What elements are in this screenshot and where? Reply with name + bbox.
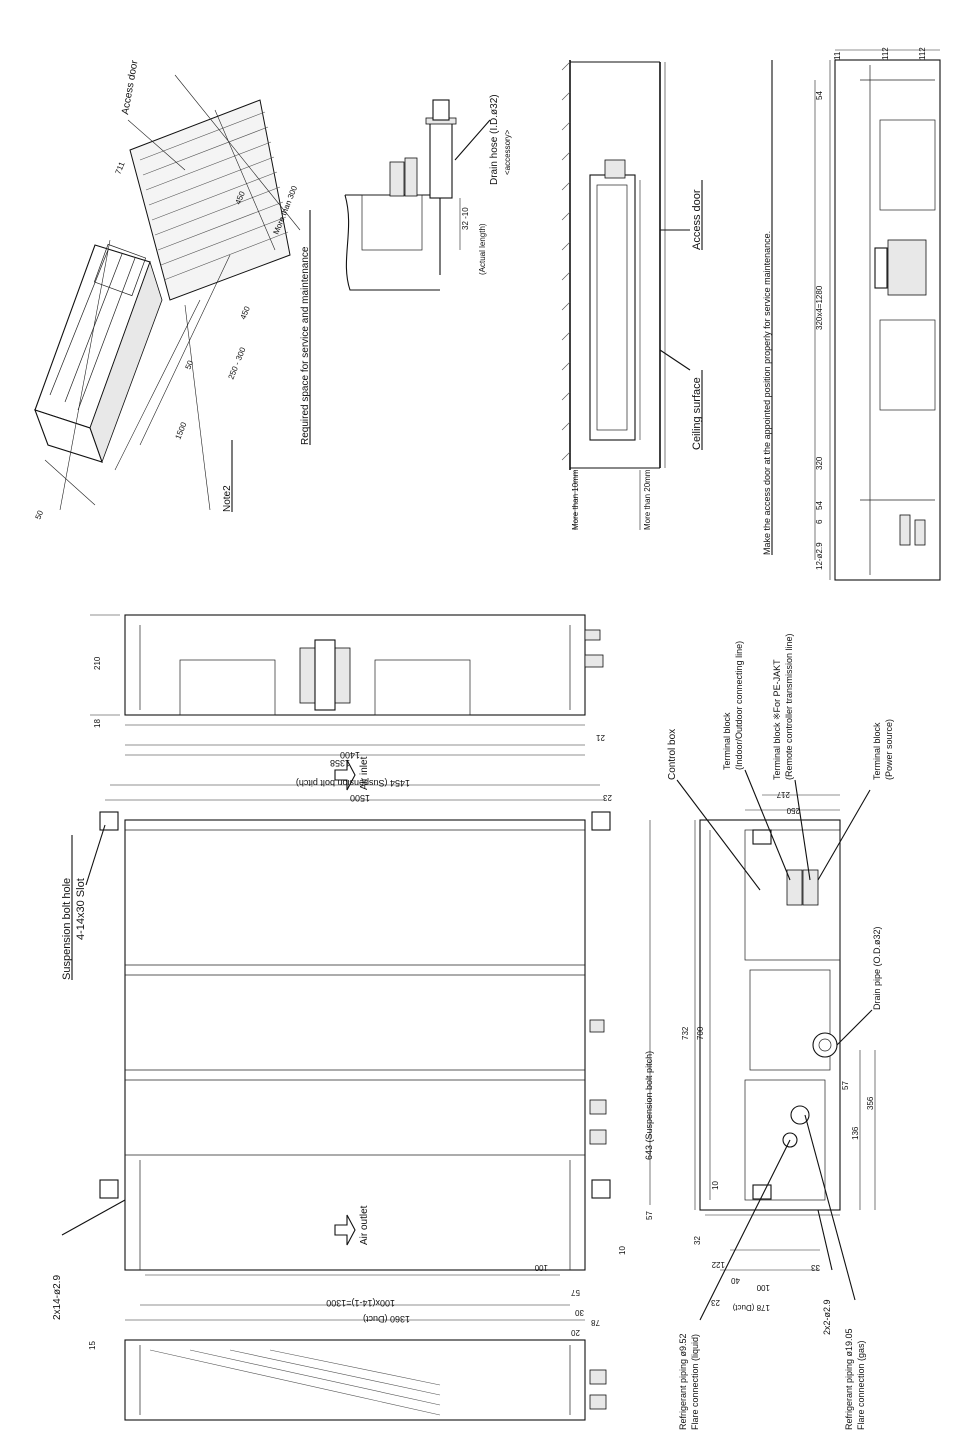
slot-label: 4-14x30 Slot: [75, 878, 87, 940]
tb-remote-label: Terminal block ※For PE-JAKT: [772, 659, 782, 780]
side-view-left: 15: [88, 1339, 607, 1421]
dim-643: 643 (Suspension bolt pitch): [644, 1051, 654, 1160]
ref-liquid-label: Refrigerant piping ø9.52: [678, 1333, 688, 1430]
dim-217: 217: [776, 790, 790, 799]
dim-10-b: 10: [711, 1181, 720, 1190]
control-box-detail: 250 217 732 700 10 136 356 57 32 122 40 …: [667, 633, 894, 1430]
dim-30: 30: [575, 1308, 584, 1317]
dim-6: 6: [815, 519, 824, 524]
dim-320x4: 320x4=1280: [815, 285, 824, 330]
dim-1300: 100x(14-1)=1300: [326, 1298, 395, 1308]
hole-2x2-label: 2x2-ø2.9: [822, 1299, 832, 1335]
air-outlet-label: Air outlet: [359, 1205, 370, 1245]
dim-136: 136: [851, 1126, 860, 1140]
dim-250-300: 250 - 300: [227, 346, 248, 381]
dim-700: 700: [696, 1026, 705, 1040]
dim-112-a: 112: [881, 47, 890, 60]
dim-1500: 1500: [350, 793, 370, 803]
drain-hose-detail: 32 -10 (Actual length) Drain hose (I.D.ø…: [344, 94, 512, 291]
dim-50-a: 50: [184, 359, 196, 371]
dim-1454: 1454 (Suspension bolt pitch): [296, 778, 410, 788]
dim-20: 20: [571, 1328, 580, 1337]
access-door-note: Make the access door at the appointed po…: [762, 231, 772, 555]
unit-section-body: [589, 174, 636, 441]
access-door-label-section: Access door: [691, 189, 703, 250]
drain-pipe-label: Drain pipe (O.D.ø32): [872, 926, 882, 1010]
air-inlet-arrow: [334, 759, 356, 791]
plan-view-main: Air inlet Air outlet 1500 1454 (Suspensi…: [52, 750, 654, 1337]
dim-11: 11: [833, 51, 842, 60]
tb-indoor-sub: (Indoor/Outdoor connecting line): [734, 641, 744, 770]
ceiling-section: Access door Ceiling surface More than 10…: [561, 60, 703, 530]
service-area: [129, 99, 291, 301]
side-view-middle: 1358 210 18 21: [90, 614, 605, 768]
unit-plan-body: [124, 819, 586, 1271]
tb-indoor-label: Terminal block: [722, 712, 732, 770]
dim-450-b: 450: [239, 304, 253, 320]
control-box-label: Control box: [667, 729, 678, 780]
isometric-view: Access door More than 300 711 450 450 50…: [34, 59, 301, 521]
dim-23-b: 23: [711, 1298, 720, 1307]
dim-57-c: 57: [841, 1081, 850, 1090]
note2-label: Note2: [222, 485, 233, 512]
dim-210: 210: [93, 656, 102, 670]
dim-50-b: 50: [34, 509, 46, 521]
dim-122: 122: [711, 1260, 725, 1269]
dim-57-b: 57: [571, 1288, 580, 1297]
dim-54-b: 54: [815, 501, 824, 510]
dim-1358: 1358: [330, 758, 350, 768]
dim-178: 178 (Duct): [732, 1303, 770, 1312]
dim-15: 15: [88, 1341, 97, 1350]
dim-21: 21: [596, 733, 605, 742]
tb-power-sub: (Power source): [884, 719, 894, 780]
suspension-bolt-hole-label: Suspension bolt hole: [61, 878, 73, 980]
dim-12-hole: 12-ø2.9: [815, 542, 824, 570]
dim-100-b: 100: [756, 1283, 770, 1292]
unit-left-body: [124, 1339, 586, 1421]
dim-32-tol: 32 -10: [461, 207, 470, 230]
dim-711: 711: [114, 160, 127, 176]
accessory-label: <accessory>: [503, 129, 512, 175]
dim-78: 78: [591, 1318, 600, 1327]
dim-100-a: 100: [534, 1263, 548, 1272]
ceiling-surface-label: Ceiling surface: [691, 377, 703, 450]
dim-1500-iso: 1500: [174, 420, 189, 440]
ref-gas-label: Refrigerant piping ø19.05: [844, 1328, 854, 1430]
ref-gas-sub: Flare connection (gas): [856, 1340, 866, 1430]
actual-length-label: (Actual length): [478, 223, 487, 275]
dim-320: 320: [815, 456, 824, 470]
dim-250: 250: [786, 806, 800, 815]
tb-remote-sub: (Remote controller transmission line): [784, 633, 794, 780]
dim-33: 33: [811, 1263, 820, 1272]
dim-356: 356: [866, 1096, 875, 1110]
dim-1360: 1360 (Duct): [363, 1314, 410, 1324]
dim-732: 732: [681, 1026, 690, 1040]
dim-1400: 1400: [340, 750, 360, 760]
dim-112-b: 112: [918, 47, 927, 60]
top-view-right: 11 112 112 54 320x4=1280 320 54 6 12-ø2.…: [814, 47, 941, 581]
more-than-20mm: More than 20mm: [643, 469, 652, 530]
dim-54-a: 54: [815, 91, 824, 100]
access-door-label-iso: Access door: [120, 59, 141, 116]
hole-2x14-label: 2x14-ø2.9: [52, 1275, 63, 1320]
unit-side-body: [124, 614, 586, 716]
air-inlet-label: Air inlet: [359, 756, 370, 790]
air-outlet-arrow: [334, 1214, 356, 1246]
drain-hose-label: Drain hose (I.D.ø32): [489, 94, 500, 185]
ref-liquid-sub: Flare connection (liquid): [690, 1334, 700, 1430]
dim-57-a: 57: [645, 1211, 654, 1220]
dim-32: 32: [693, 1236, 702, 1245]
dim-10-a: 10: [618, 1246, 627, 1255]
dim-18: 18: [93, 719, 102, 728]
more-than-10mm: More than 10mm: [571, 469, 580, 530]
required-space-caption: Required space for service and maintenan…: [300, 246, 311, 445]
dim-40: 40: [731, 1276, 740, 1285]
dim-23: 23: [603, 793, 612, 802]
tb-power-label: Terminal block: [872, 722, 882, 780]
